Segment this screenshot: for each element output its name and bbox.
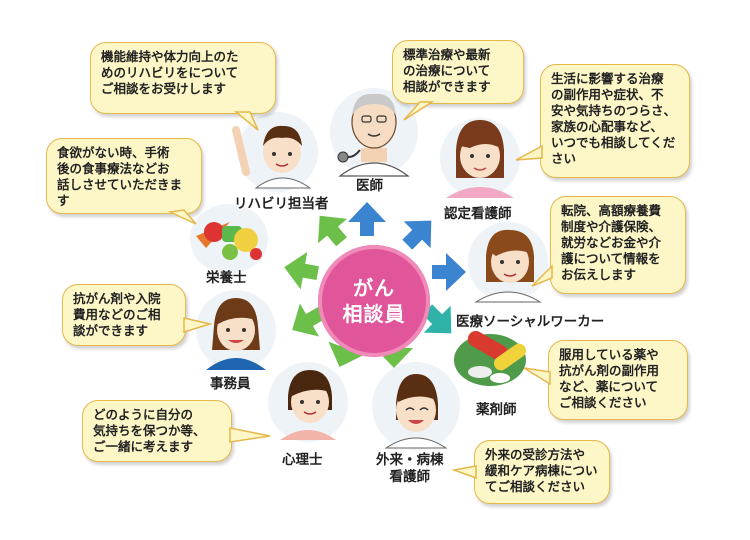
bubble-social-worker: 転院、高額療養費 制度や介護保険、 就労などお金や介 護について情報を お伝えし…: [550, 196, 686, 294]
social-worker-icon: [474, 229, 542, 303]
arrow-up: [348, 202, 386, 236]
medicine-icon: [454, 331, 527, 386]
cancer-counselor-center: がん 相談員: [318, 245, 430, 357]
clerk-icon: [206, 298, 266, 370]
doctor-icon: [337, 93, 410, 177]
nurse-icon: [446, 120, 514, 198]
rehab-staff-icon: [232, 125, 312, 189]
bubble-pharmacist: 服用している薬や 抗がん剤の副作用 など、薬について ご相談ください: [548, 340, 688, 420]
arrow-right: [432, 253, 466, 291]
arrow-left: [284, 251, 319, 290]
label-dietitian: 栄養士: [206, 270, 247, 286]
center-line1: がん: [353, 276, 395, 300]
arrow-upper-left: [318, 215, 348, 247]
arrow-lower-left: [292, 303, 326, 337]
bubble-ward-nurse: 外来の受診方法や 緩和ケア病棟につい てご相談ください: [474, 440, 610, 504]
arrow-lower-right: [422, 304, 452, 334]
bubble-psychologist: どのように自分の 気持ちを保つか等、 ご一緒に考えます: [82, 400, 232, 462]
bubble-doctor: 標準治療や最新 の治療について 相談ができます: [392, 40, 524, 104]
label-pharmacist: 薬剤師: [476, 402, 517, 418]
bubble-rehab: 機能維持や体力向上のた めのリハビリをについて ご相談をお受けします: [90, 42, 276, 114]
label-psychologist: 心理士: [282, 452, 323, 468]
bubble-nurse-cert: 生活に影響する治療 の副作用や症状、不 安や気持ちのつらさ、 家族の心配事など、…: [540, 64, 690, 178]
label-rehab: リハビリ担当者: [234, 196, 329, 212]
psychologist-icon: [280, 370, 336, 440]
label-ward-nurse: 外来・病棟 看護師: [376, 452, 444, 485]
label-clerk: 事務員: [210, 376, 251, 392]
label-doctor: 医師: [356, 178, 383, 194]
center-line2: 相談員: [342, 302, 406, 326]
bubble-clerk: 抗がん剤や入院 費用などのご相 談ができます: [62, 284, 186, 346]
arrow-upper-right: [402, 220, 432, 250]
vegetables-icon: [196, 222, 262, 260]
label-social-worker: 医療ソーシャルワーカー: [456, 314, 605, 330]
label-nurse-cert: 認定看護師: [444, 206, 512, 222]
ward-nurse-icon: [384, 374, 448, 449]
bubble-dietitian: 食欲がない時、手術 後の食事療法などお 話しさせていただきま す: [46, 138, 202, 214]
